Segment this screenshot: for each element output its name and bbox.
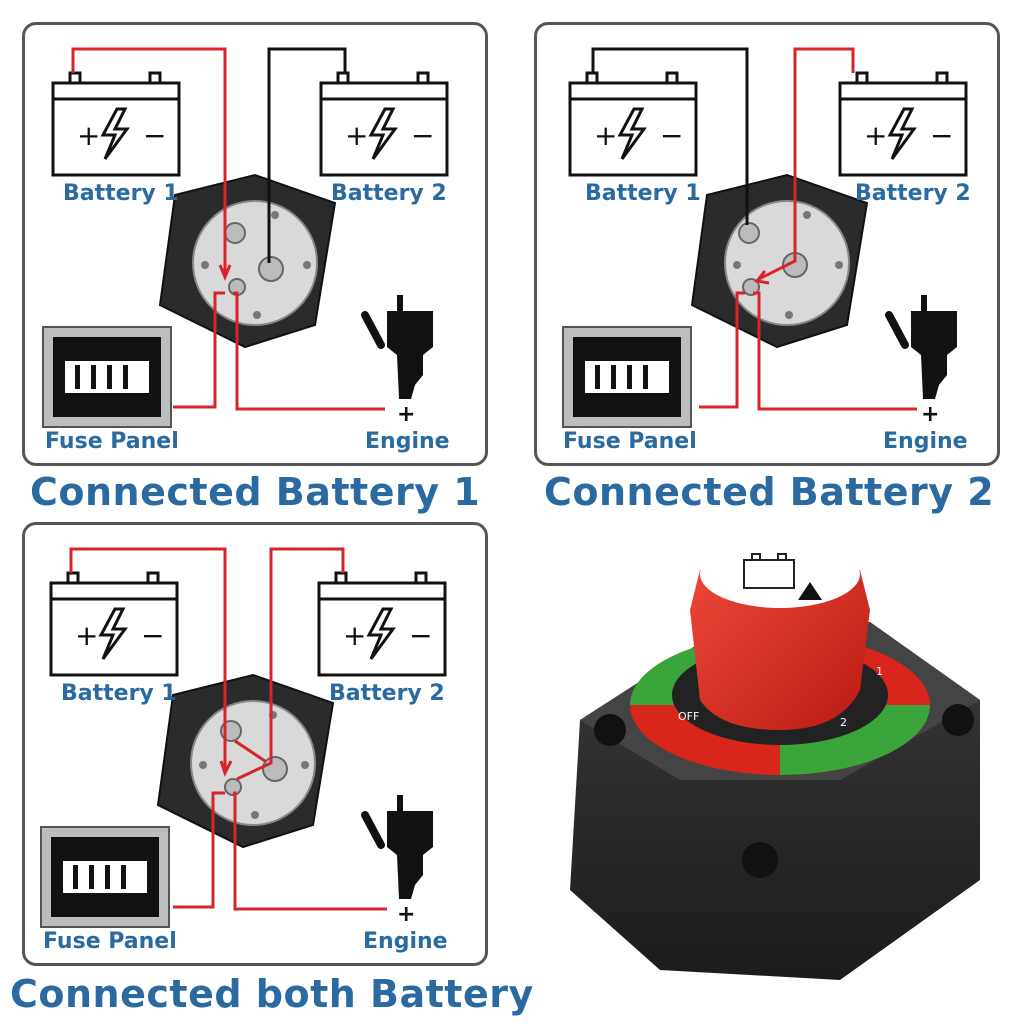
battery-switch-icon (158, 173, 337, 349)
battery-2-icon: + − (838, 71, 968, 177)
battery-1-icon: + − (51, 71, 181, 177)
svg-text:−: − (411, 119, 434, 152)
battery-switch-product-image: OFF 2 1 (570, 540, 980, 980)
battery-2-icon: + − (319, 71, 449, 177)
position-1-marking: 1 (876, 665, 883, 678)
fuse-panel-label: Fuse Panel (43, 929, 177, 954)
battery-2-label: Battery 2 (855, 181, 971, 206)
svg-text:+: + (77, 119, 100, 152)
caption-battery-2: Connected Battery 2 (544, 470, 995, 514)
battery-switch-icon (156, 673, 335, 849)
svg-text:−: − (141, 619, 164, 652)
svg-text:−: − (660, 119, 683, 152)
svg-text:+: + (594, 119, 617, 152)
svg-text:−: − (409, 619, 432, 652)
engine-label: Engine (883, 429, 968, 454)
svg-text:+: + (397, 902, 415, 927)
svg-text:−: − (143, 119, 166, 152)
battery-1-label: Battery 1 (585, 181, 701, 206)
battery-2-label: Battery 2 (331, 181, 447, 206)
svg-text:+: + (343, 619, 366, 652)
position-2-marking: 2 (840, 716, 847, 729)
battery-1-label: Battery 1 (63, 181, 179, 206)
diagram-panel-battery-1: + − + − (22, 22, 488, 466)
fuse-panel-icon (40, 826, 170, 928)
engine-label: Engine (365, 429, 450, 454)
svg-text:−: − (930, 119, 953, 152)
battery-symbol-icon (743, 553, 795, 589)
wires (71, 47, 385, 411)
battery-1-label: Battery 1 (61, 681, 177, 706)
battery-2-icon: + − (317, 571, 447, 677)
battery-switch-icon (690, 173, 869, 349)
battery-2-label: Battery 2 (329, 681, 445, 706)
fuse-panel-label: Fuse Panel (563, 429, 697, 454)
outboard-engine-icon: + (361, 795, 433, 927)
off-marking: OFF (678, 710, 699, 723)
svg-text:+: + (345, 119, 368, 152)
engine-label: Engine (363, 929, 448, 954)
wires (69, 547, 387, 911)
outboard-engine-icon: + (885, 295, 957, 427)
wiring-diagram: + − + − (562, 47, 968, 428)
fuse-panel-label: Fuse Panel (45, 429, 179, 454)
wiring-diagram: + − + − (42, 47, 449, 428)
battery-1-icon: + − (568, 71, 698, 177)
svg-text:+: + (864, 119, 887, 152)
svg-text:+: + (921, 402, 939, 427)
caption-both-batteries: Connected both Battery (10, 972, 534, 1016)
outboard-engine-icon: + (361, 295, 433, 427)
rotary-knob (690, 540, 870, 730)
wires (591, 47, 917, 411)
svg-text:+: + (397, 402, 415, 427)
fuse-panel-icon (42, 326, 172, 428)
svg-text:+: + (75, 619, 98, 652)
diagram-panel-battery-2: + − + − (534, 22, 1000, 466)
pointer-arrow-icon (798, 582, 822, 600)
fuse-panel-icon (562, 326, 692, 428)
diagram-panel-both-batteries: + − + − (22, 522, 488, 966)
caption-battery-1: Connected Battery 1 (30, 470, 481, 514)
battery-1-icon: + − (49, 571, 179, 677)
wiring-diagram: + − + − (40, 547, 447, 928)
